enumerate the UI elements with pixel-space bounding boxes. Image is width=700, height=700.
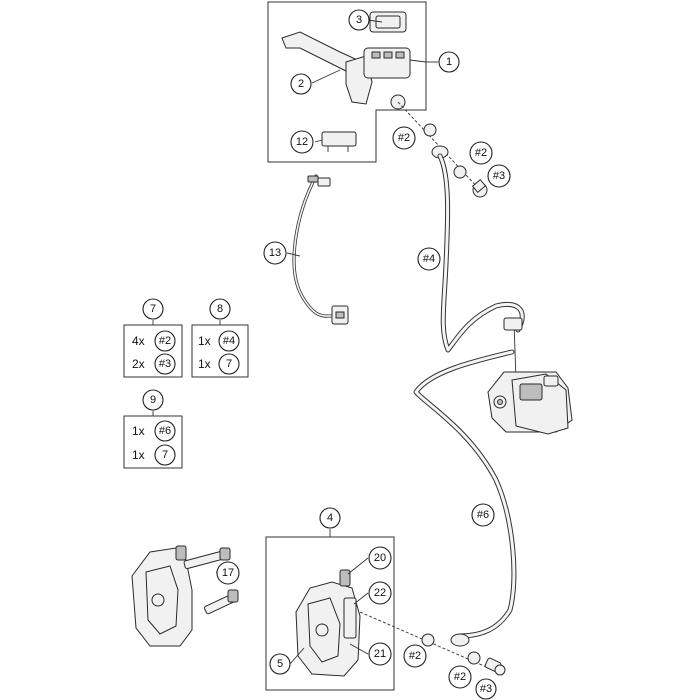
reservoir-gasket	[369, 11, 407, 33]
kit-7-qty-2: 2x	[132, 357, 145, 371]
callout-hash2-upper-right: #2	[469, 141, 493, 165]
sealing-washer	[453, 165, 467, 179]
callout-4: 4	[319, 507, 341, 529]
kit-8-number: 8	[209, 298, 231, 320]
svg-text:2: 2	[298, 78, 304, 90]
svg-text:7: 7	[226, 358, 232, 370]
svg-text:12: 12	[296, 136, 308, 148]
svg-text:21: 21	[374, 648, 386, 660]
callout-20: 20	[368, 546, 392, 570]
banjo-bolt	[471, 179, 488, 198]
svg-text:#6: #6	[477, 509, 489, 521]
brake-caliper	[295, 569, 361, 677]
kit-8-ref-1: #4	[218, 330, 240, 352]
master-cylinder	[345, 47, 411, 110]
kit-7-qty-1: 4x	[132, 334, 145, 348]
callout-hash2-lower-left: #2	[403, 644, 427, 668]
svg-text:#6: #6	[159, 425, 171, 437]
caliper-assembly-group: 4 20 22 21 5	[265, 507, 395, 691]
sealing-washer	[423, 123, 437, 137]
svg-text:1: 1	[446, 56, 452, 68]
callout-1: 1	[438, 51, 460, 73]
kit-7: 7 4x #2 2x #3	[123, 298, 183, 378]
banjo-bolt	[484, 657, 506, 676]
callout-17: 17	[216, 561, 240, 585]
kit-7-ref-1: #2	[154, 330, 176, 352]
kit-9-number: 9	[142, 389, 164, 411]
upper-banjo-fittings: #2 #2 #3	[392, 101, 511, 198]
callout-3: 3	[348, 9, 370, 31]
banjo-fitting	[450, 633, 470, 647]
kit-7-number: 7	[142, 298, 164, 320]
master-cylinder-group: 3 2 12 1	[267, 1, 460, 163]
kit-9-ref-2: 7	[154, 444, 176, 466]
kit-8-qty-2: 1x	[198, 357, 211, 371]
kit-9-qty-2: 1x	[132, 448, 145, 462]
kit-9: 9 1x #6 1x 7	[123, 389, 183, 469]
svg-text:#3: #3	[159, 358, 171, 370]
svg-text:3: 3	[356, 14, 362, 26]
kit-8-qty-1: 1x	[198, 334, 211, 348]
svg-text:5: 5	[277, 658, 283, 670]
svg-text:4: 4	[327, 512, 333, 524]
svg-text:22: 22	[374, 587, 386, 599]
svg-text:20: 20	[374, 552, 386, 564]
abs-unit	[487, 317, 573, 435]
kit-7-ref-2: #3	[154, 353, 176, 375]
callout-hash6: #6	[471, 503, 495, 527]
sealing-washer	[421, 633, 435, 647]
callout-hash4: #4	[417, 247, 441, 271]
wheel-speed-sensor-cable: 13	[263, 174, 349, 325]
brake-light-switch	[321, 131, 357, 152]
callout-13: 13	[263, 241, 287, 265]
callout-21: 21	[368, 642, 392, 666]
kit-8-ref-2: 7	[218, 353, 240, 375]
brake-hose-front-upper: #4	[417, 153, 525, 353]
callout-hash3-upper: #3	[487, 164, 511, 188]
svg-text:#2: #2	[475, 147, 487, 159]
callout-12: 12	[290, 130, 314, 154]
callout-hash3-lower: #3	[475, 678, 497, 700]
svg-text:7: 7	[162, 449, 168, 461]
lower-banjo-fittings: #2 #2 #3	[359, 611, 506, 700]
kit-9-ref-1: #6	[154, 420, 176, 442]
caliper-assembly-box	[265, 536, 395, 691]
callout-5: 5	[269, 653, 291, 675]
callout-hash2-lower-right: #2	[448, 665, 472, 689]
svg-text:13: 13	[269, 247, 281, 259]
svg-text:#2: #2	[454, 671, 466, 683]
spare-caliper	[131, 545, 193, 647]
master-cylinder-box	[267, 1, 427, 163]
svg-text:7: 7	[150, 303, 156, 315]
svg-text:#2: #2	[409, 650, 421, 662]
svg-text:#2: #2	[159, 335, 171, 347]
svg-text:#4: #4	[223, 335, 235, 347]
caliper-mounting-bolts: 17	[183, 547, 240, 615]
callout-2: 2	[290, 73, 312, 95]
svg-text:17: 17	[222, 567, 234, 579]
kit-8: 8 1x #4 1x 7	[191, 298, 249, 378]
svg-text:#3: #3	[493, 170, 505, 182]
svg-text:8: 8	[217, 303, 223, 315]
sealing-washer	[467, 651, 481, 665]
brake-hose-front-lower: #6	[413, 349, 517, 639]
svg-text:#4: #4	[423, 253, 435, 265]
kit-9-qty-1: 1x	[132, 424, 145, 438]
callout-hash2-upper-left: #2	[392, 126, 416, 150]
svg-text:9: 9	[150, 394, 156, 406]
svg-text:#3: #3	[480, 683, 492, 695]
svg-text:#2: #2	[398, 132, 410, 144]
callout-22: 22	[368, 581, 392, 605]
